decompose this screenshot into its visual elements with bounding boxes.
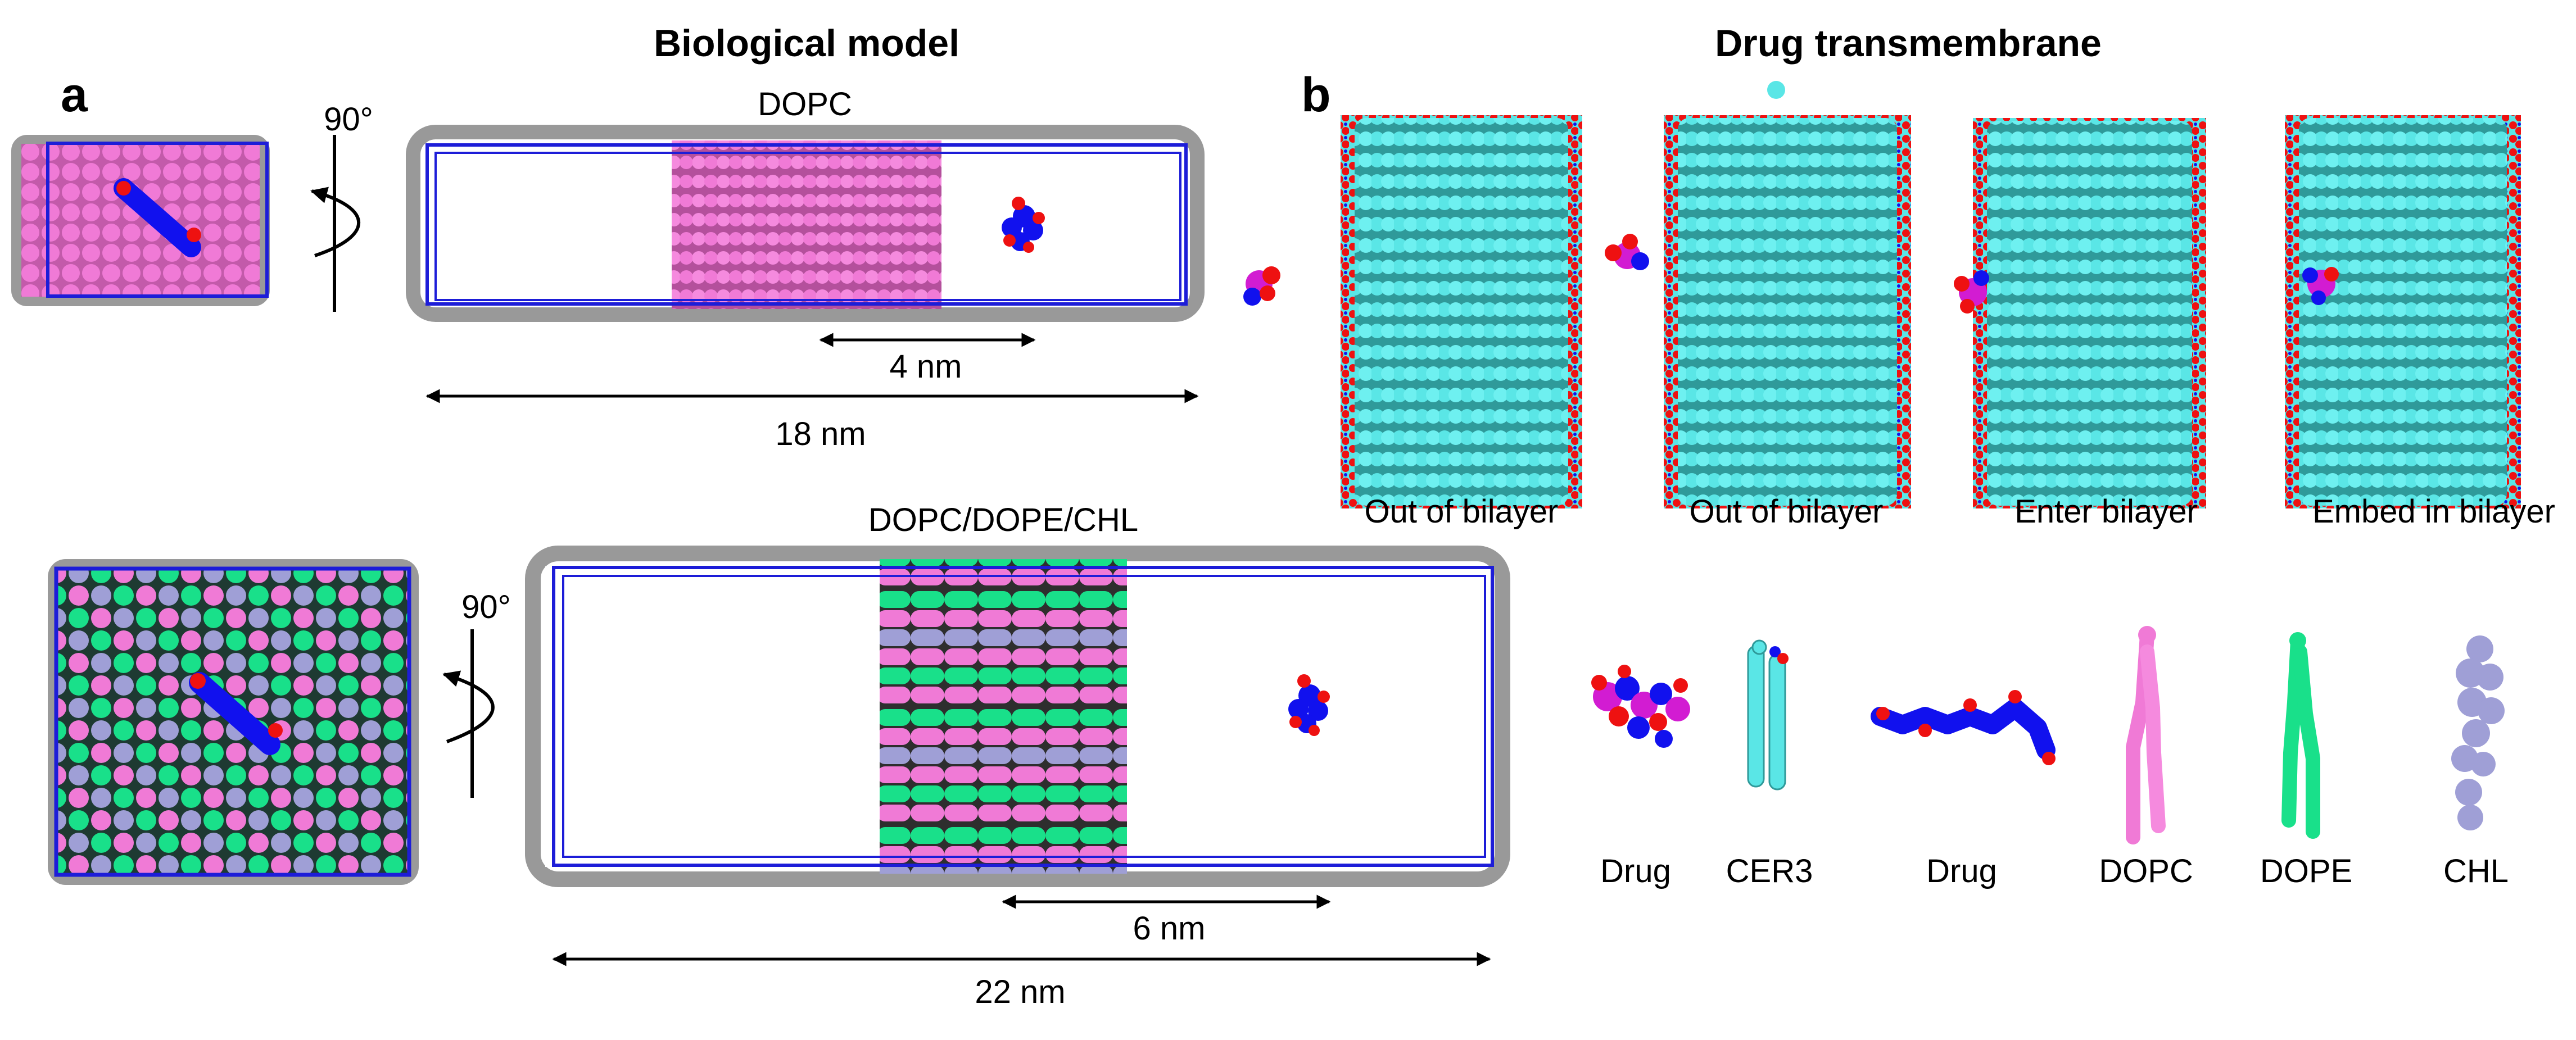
legend-label-chl: CHL bbox=[2443, 853, 2509, 889]
legend-label-cer3: CER3 bbox=[1726, 853, 1813, 889]
top-bilayer-width-label: 4 nm bbox=[890, 348, 962, 385]
side-view-mixed bbox=[525, 546, 1510, 887]
stage-label-4: Embed in bilayer bbox=[2312, 493, 2555, 530]
transmembrane-stages: Out of bilayer Out of bilayer Enter bila… bbox=[1243, 81, 2555, 530]
drug-cluster-icon bbox=[1954, 270, 1989, 314]
stage-label-1: Out of bilayer bbox=[1365, 493, 1559, 530]
top-system: 90° DOPC 4 nm 18 nm bbox=[11, 86, 1205, 452]
top-view-mixed bbox=[48, 559, 419, 885]
drug-cluster-icon bbox=[1243, 266, 1280, 306]
molecule-legend: Drug CER3 Drug DOPC DOPE CHL bbox=[1591, 626, 2509, 889]
drug-cluster-icon bbox=[1605, 234, 1649, 270]
drug-cluster-icon bbox=[1591, 665, 1690, 748]
legend-label-dopc: DOPC bbox=[2099, 853, 2193, 889]
drug-molecule-icon bbox=[114, 178, 201, 257]
drug-cluster-icon bbox=[2302, 267, 2339, 305]
top-view-dopc bbox=[11, 135, 270, 306]
right-title: Drug transmembrane bbox=[1715, 22, 2102, 65]
bottom-bilayer-width-label: 6 nm bbox=[1133, 910, 1206, 947]
dope-molecule-icon bbox=[2281, 632, 2320, 839]
stage-out-of-bilayer-2 bbox=[1605, 81, 1911, 508]
drug-molecule-icon bbox=[189, 672, 283, 755]
drug-molecule-icon bbox=[1002, 197, 1045, 253]
drug-chain-icon bbox=[1871, 690, 2056, 765]
legend-label-dope: DOPE bbox=[2260, 853, 2352, 889]
stage-label-2: Out of bilayer bbox=[1690, 493, 1884, 530]
stage-enter-bilayer bbox=[1954, 118, 2206, 508]
top-box-length-label: 18 nm bbox=[775, 416, 866, 452]
side-view-dopc bbox=[406, 125, 1205, 322]
chl-molecule-icon bbox=[2451, 635, 2505, 830]
stage-embed-in-bilayer bbox=[2285, 115, 2521, 508]
stage-out-of-bilayer-1 bbox=[1243, 115, 1582, 508]
top-system-label: DOPC bbox=[758, 86, 852, 122]
cer3-molecule-icon bbox=[1747, 639, 1789, 791]
panel-label-b: b bbox=[1301, 68, 1331, 122]
legend-label-drug-1: Drug bbox=[1600, 853, 1671, 889]
top-rotation-label: 90° bbox=[324, 101, 373, 138]
panel-label-a: a bbox=[61, 68, 88, 122]
bottom-system-label: DOPC/DOPE/CHL bbox=[868, 502, 1138, 538]
dopc-molecule-icon bbox=[2126, 626, 2166, 844]
drug-molecule-icon bbox=[1288, 674, 1330, 736]
rotation-icon bbox=[310, 135, 360, 312]
legend-label-drug-2: Drug bbox=[1926, 853, 1997, 889]
rotation-icon bbox=[442, 629, 495, 798]
stage-label-3: Enter bilayer bbox=[2014, 493, 2198, 530]
bottom-box-length-label: 22 nm bbox=[975, 974, 1065, 1010]
bottom-system: 90° DOPC/DOPE/CHL 6 nm 22 nm bbox=[48, 502, 1510, 1010]
bottom-rotation-label: 90° bbox=[461, 589, 511, 625]
left-title: Biological model bbox=[654, 22, 959, 65]
